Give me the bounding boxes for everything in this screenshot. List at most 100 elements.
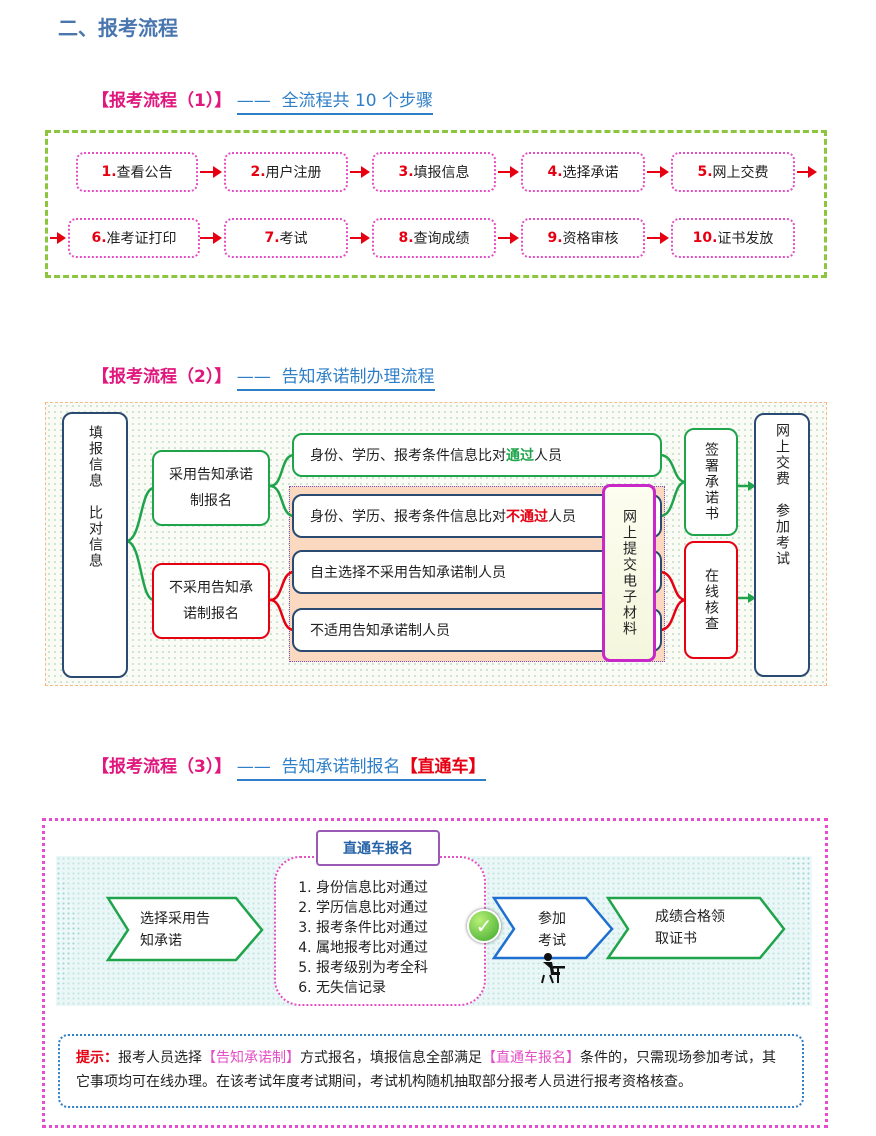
tip-label: 提示： (76, 1050, 118, 1066)
condition-item: 报考条件比对通过 (316, 918, 484, 938)
section3-title-highlight: 【直通车】 (400, 757, 486, 777)
choose-commitment-label: 选择采用告知承诺 (140, 911, 210, 949)
sign-commitment-label: 签署承诺书 (703, 442, 719, 522)
step-4: 4.选择承诺 (521, 152, 645, 192)
compare-fail-row: 身份、学历、报考条件信息比对不通过人员 (292, 494, 662, 538)
section3-title-text: 告知承诺制报名 (281, 757, 401, 777)
section3-title-dash: —— (236, 757, 271, 777)
condition-item: 报考级别为考全科 (316, 958, 484, 978)
pay-and-exam-label: 网上交费 参加考试 (774, 423, 790, 567)
step-label: 证书发放 (717, 231, 774, 247)
step-number: 7. (264, 230, 280, 246)
condition-item: 属地报考比对通过 (316, 938, 484, 958)
tip-box: 提示：报考人员选择【告知承诺制】方式报名，填报信息全部满足【直通车报名】条件的，… (58, 1034, 804, 1108)
condition-item: 身份信息比对通过 (316, 878, 484, 898)
not-adopt-commitment-box: 不采用告知承诺制报名 (152, 563, 270, 639)
step-number: 5. (697, 164, 713, 180)
arrow-right-icon (200, 232, 222, 244)
section3-title: 【报考流程（3）】 —— 告知承诺制报名【直通车】 (92, 752, 486, 781)
direct-registration-label: 直通车报名 (343, 841, 413, 857)
arrow-right-icon (350, 232, 370, 244)
take-exam-label: 参加考试 (538, 911, 566, 949)
step-label: 用户注册 (265, 165, 322, 181)
arrow-right-icon (498, 232, 519, 244)
step-1: 1.查看公告 (76, 152, 198, 192)
tip-keyword: 【直通车报名】 (482, 1050, 580, 1066)
self-opt-out-label: 自主选择不采用告知承诺制人员 (310, 565, 506, 581)
step-6: 6.准考证打印 (68, 218, 200, 258)
condition-item: 学历信息比对通过 (316, 898, 484, 918)
compare-pass-suffix: 人员 (534, 448, 562, 464)
step-label: 查看公告 (116, 165, 173, 181)
page-heading: 二、报考流程 (58, 16, 178, 40)
step-label: 网上交费 (712, 165, 769, 181)
step-9: 9.资格审核 (521, 218, 645, 258)
step-label: 资格审核 (562, 231, 619, 247)
section2-title-bracket: 【报考流程（2）】 (92, 367, 232, 387)
step-label: 准考证打印 (106, 231, 177, 247)
step-label: 填报信息 (413, 165, 470, 181)
step-number: 4. (547, 164, 563, 180)
section2-title-text: 告知承诺制办理流程 (281, 367, 435, 387)
arrow-right-icon (797, 166, 817, 178)
person-at-desk-icon (541, 953, 565, 984)
section2-title-dash: —— (236, 367, 271, 387)
step-8: 8.查询成绩 (372, 218, 496, 258)
section1-title-dash: —— (236, 91, 271, 111)
pass-keyword: 通过 (506, 448, 534, 464)
section1-title: 【报考流程（1）】 —— 全流程共 10 个步骤 (92, 86, 434, 115)
step-number: 6. (91, 230, 107, 246)
sign-commitment-box: 签署承诺书 (684, 428, 738, 536)
conditions-card: 身份信息比对通过 学历信息比对通过 报考条件比对通过 属地报考比对通过 报考级别… (274, 856, 486, 1006)
fill-and-compare-label: 填报信息 比对信息 (87, 425, 103, 569)
section2-title: 【报考流程（2）】 —— 告知承诺制办理流程 (92, 362, 435, 391)
section3-title-bracket: 【报考流程（3）】 (92, 757, 232, 777)
not-applicable-label: 不适用告知承诺制人员 (310, 623, 450, 639)
not-adopt-commitment-label: 不采用告知承诺制报名 (169, 580, 253, 622)
online-check-box: 在线核查 (684, 541, 738, 659)
compare-pass-prefix: 身份、学历、报考条件信息比对 (310, 448, 506, 464)
step-2: 2.用户注册 (224, 152, 348, 192)
step-number: 9. (547, 230, 563, 246)
step-number: 8. (398, 230, 414, 246)
step-7: 7.考试 (224, 218, 348, 258)
upload-materials-box: 网上提交电子材料 (602, 484, 656, 662)
step-number: 1. (101, 164, 117, 180)
compare-fail-suffix: 人员 (548, 509, 576, 525)
section1-title-text: 全流程共 10 个步骤 (281, 91, 434, 111)
step-number: 2. (250, 164, 266, 180)
tip-text: 条件的，只需现场参加考试，其它事项均可在线办理。在该考试年度考试期间，考试机构随… (76, 1050, 776, 1090)
step-label: 选择承诺 (562, 165, 619, 181)
adopt-commitment-label: 采用告知承诺制报名 (169, 467, 253, 509)
arrow-right-icon (498, 166, 519, 178)
certificate-label: 成绩合格领取证书 (655, 909, 725, 947)
pay-and-exam-box: 网上交费 参加考试 (754, 413, 810, 677)
section3-frame (42, 818, 828, 1128)
step-10: 10.证书发放 (671, 218, 795, 258)
step-label: 查询成绩 (413, 231, 470, 247)
tip-text: 方式报名，填报信息全部满足 (300, 1050, 482, 1066)
arrow-right-icon (200, 166, 222, 178)
fail-keyword: 不通过 (506, 509, 548, 525)
online-check-label: 在线核查 (703, 568, 719, 632)
arrow-right-icon (647, 232, 669, 244)
not-applicable-row: 不适用告知承诺制人员 (292, 608, 662, 652)
upload-materials-label: 网上提交电子材料 (621, 509, 637, 637)
tip-keyword: 【告知承诺制】 (202, 1050, 300, 1066)
self-opt-out-row: 自主选择不采用告知承诺制人员 (292, 550, 662, 594)
arrow-right-icon (50, 232, 66, 244)
adopt-commitment-box: 采用告知承诺制报名 (152, 450, 270, 526)
step-number: 3. (398, 164, 414, 180)
arrow-right-icon (647, 166, 669, 178)
compare-pass-row: 身份、学历、报考条件信息比对通过人员 (292, 433, 662, 477)
step-3: 3.填报信息 (372, 152, 496, 192)
section1-title-bracket: 【报考流程（1）】 (92, 91, 232, 111)
condition-item: 无失信记录 (316, 978, 484, 998)
conditions-list: 身份信息比对通过 学历信息比对通过 报考条件比对通过 属地报考比对通过 报考级别… (276, 878, 484, 998)
section1-flow-frame (45, 130, 827, 278)
arrow-right-icon (350, 166, 370, 178)
direct-registration-banner: 直通车报名 (316, 830, 440, 866)
check-icon: ✓ (467, 909, 501, 943)
fill-and-compare-box: 填报信息 比对信息 (62, 412, 128, 678)
